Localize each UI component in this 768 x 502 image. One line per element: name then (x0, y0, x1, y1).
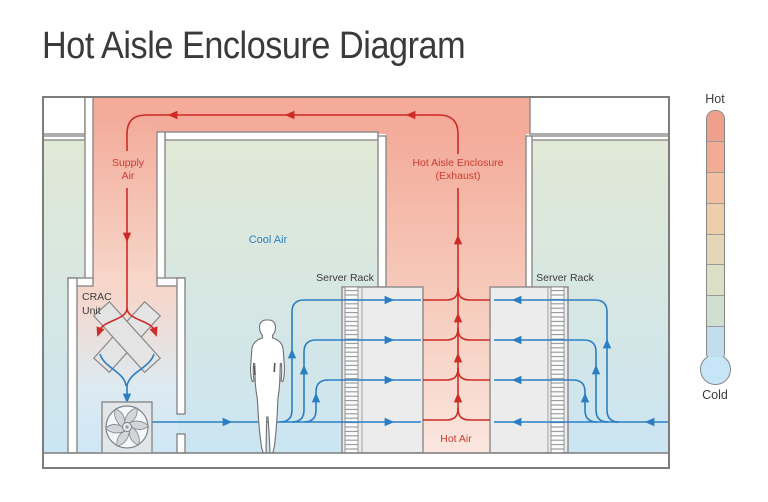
diagram-container: Supply Air Cool Air Hot Aisle Enclosure … (41, 95, 671, 469)
server-rack-left-label: Server Rack (316, 272, 375, 284)
enclosure-wall-left (377, 135, 387, 288)
ceiling-trim-right (529, 135, 671, 141)
rack-perforated-door (344, 286, 359, 454)
floor-slab (42, 453, 670, 469)
server-rack-left-cabinet (341, 286, 424, 454)
crac-wall-right-stub (176, 433, 186, 454)
hot-aisle-enclosure-label-2: (Exhaust) (436, 170, 481, 182)
thermo-segment (706, 202, 724, 234)
duct-wall-right (156, 131, 166, 281)
ceiling-block-right (529, 95, 671, 135)
diagram-border (42, 96, 670, 469)
thermo-segment (706, 140, 724, 172)
thermometer-bulb (699, 354, 731, 385)
duct-wall-left (84, 95, 94, 281)
supply-air-label: Supply (112, 157, 145, 169)
crac-cooling-coils (92, 300, 162, 374)
thermometer-icon (705, 110, 725, 358)
legend-hot-label: Hot (705, 92, 725, 106)
page-title: Hot Aisle Enclosure Diagram (42, 25, 466, 67)
thermo-segment (706, 326, 724, 357)
ceiling-trim-left (41, 135, 86, 141)
diagram-labels: Supply Air Cool Air Hot Aisle Enclosure … (82, 157, 595, 445)
thermo-segment (706, 264, 724, 296)
supply-air-label-2: Air (122, 170, 135, 182)
hot-airflow-lines (99, 114, 490, 421)
crac-unit-label-2: Unit (82, 305, 101, 317)
hot-air-label: Hot Air (440, 433, 472, 445)
exhaust-chimney-area (386, 132, 526, 287)
server-rack-right-cabinet (489, 286, 569, 454)
supply-duct-area (93, 116, 157, 286)
thermo-segment (706, 111, 724, 141)
room-ceiling (164, 131, 379, 141)
cool-airflow-lines (99, 299, 668, 423)
thermo-segment (706, 171, 724, 203)
temperature-legend: Hot Cold (692, 92, 738, 402)
crac-wall-left (67, 277, 78, 454)
crac-unit-label: CRAC (82, 291, 112, 303)
thermo-segment (706, 233, 724, 265)
cool-air-label: Cool Air (249, 234, 288, 246)
hot-aisle-area (423, 287, 490, 453)
legend-cold-label: Cold (702, 388, 728, 402)
hot-aisle-enclosure-label: Hot Aisle Enclosure (412, 157, 503, 169)
enclosure-wall-right (525, 135, 533, 288)
crac-wall-right-upper (176, 277, 186, 415)
crac-fan-icon (101, 401, 153, 454)
server-rack-right-label: Server Rack (536, 272, 595, 284)
thermo-segment (706, 295, 724, 327)
person-silhouette (249, 319, 286, 454)
rack-perforated-door (550, 286, 565, 454)
ceiling-block-left (41, 95, 86, 135)
hot-aisle-diagram: Supply Air Cool Air Hot Aisle Enclosure … (41, 95, 671, 469)
